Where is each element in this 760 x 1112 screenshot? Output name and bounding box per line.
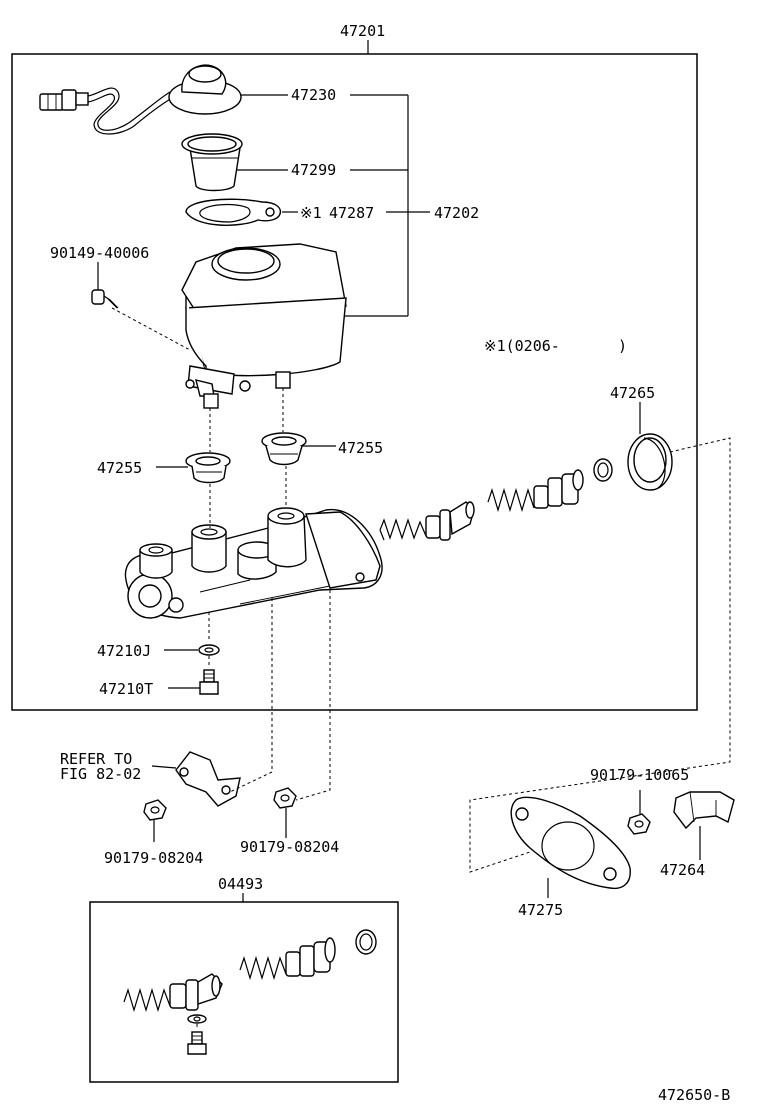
label-90179-08204-left: 90179-08204 [104,849,203,867]
reservoir-screw [91,289,119,309]
label-figure-code: 472650-B [658,1086,730,1104]
kit-piston-spring-2 [239,937,336,981]
label-47201: 47201 [340,22,385,40]
kit-bleeder-plug [187,1031,207,1055]
label-47202: 47202 [434,204,479,222]
label-47287: 47287 [329,204,374,222]
nut-right [627,813,651,835]
nut-left [143,799,167,821]
label-47255-left: 47255 [97,459,142,477]
kit-piston-spring-1 [123,973,223,1013]
grommet-left [185,452,231,484]
grommet-right [261,432,307,466]
snap-ring [593,458,613,482]
leader-lines [97,94,701,898]
label-04493: 04493 [218,875,263,893]
assembly-frame [11,53,698,711]
bleeder-plug [199,669,219,695]
kit-bleeder-cap [187,1014,207,1024]
repair-kit-frame [89,901,399,1083]
label-90149-40006: 90149-40006 [50,244,149,262]
label-47264: 47264 [660,861,705,879]
label-note-range-close: ) [618,337,627,355]
reservoir-tank [181,243,347,409]
label-refer-line1: REFER TO [60,750,132,768]
bleeder-cap [198,644,220,656]
label-90179-10065: 90179-10065 [590,766,689,784]
label-refer-line2: FIG 82-02 [60,765,141,783]
cap-gasket [185,198,282,226]
label-47210t: 47210T [99,680,153,698]
label-47299: 47299 [291,161,336,179]
label-note-range: ※1(0206- [484,337,560,355]
kit-snap-ring [355,929,377,955]
gasket-plate [510,796,631,890]
label-47210j: 47210J [97,642,151,660]
reservoir-cap-sensor [39,64,242,135]
label-47230: 47230 [291,86,336,104]
label-47255-right: 47255 [338,439,383,457]
bracket-47264 [673,791,735,830]
label-90179-08204-mid: 90179-08204 [240,838,339,856]
refer-bracket [175,751,241,807]
label-47265: 47265 [610,384,655,402]
dashed-alignment-lines [111,307,731,1030]
strainer [181,133,243,192]
master-cylinder-body [124,507,383,619]
nut-mid [273,787,297,809]
label-47275: 47275 [518,901,563,919]
piston-cup-boot [627,433,673,491]
label-47287-mark: ※1 [300,204,322,222]
secondary-piston-spring [379,501,475,541]
primary-piston-spring [487,469,584,513]
